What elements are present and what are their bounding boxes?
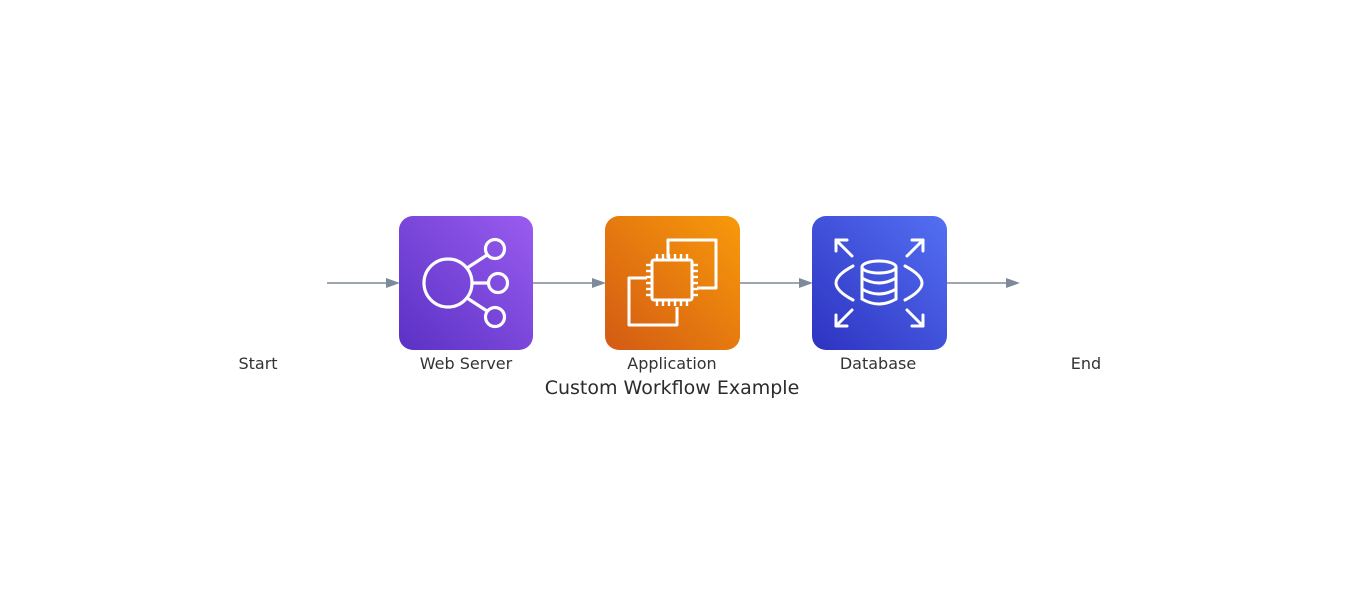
node-label-database: Database (839, 354, 917, 373)
edge-db-end (947, 278, 1020, 288)
node-label-web-server: Web Server (419, 354, 513, 373)
node-application[interactable] (605, 216, 740, 350)
diagram-caption: Custom Workflow Example (544, 377, 800, 399)
node-database[interactable] (812, 216, 947, 350)
arrowhead-icon (592, 278, 606, 288)
node-web-server[interactable] (399, 216, 533, 350)
database-icon (834, 238, 925, 328)
node-label-end: End (1070, 354, 1102, 373)
load-balancer-icon (422, 237, 510, 329)
arrowhead-icon (1006, 278, 1020, 288)
arrowhead-icon (799, 278, 813, 288)
node-label-application: Application (627, 354, 717, 373)
node-label-start: Start (238, 354, 278, 373)
compute-instance-icon (627, 238, 718, 327)
edge-web-app (533, 278, 606, 288)
edge-start-web (327, 278, 400, 288)
arrowhead-icon (386, 278, 400, 288)
edge-app-db (740, 278, 813, 288)
